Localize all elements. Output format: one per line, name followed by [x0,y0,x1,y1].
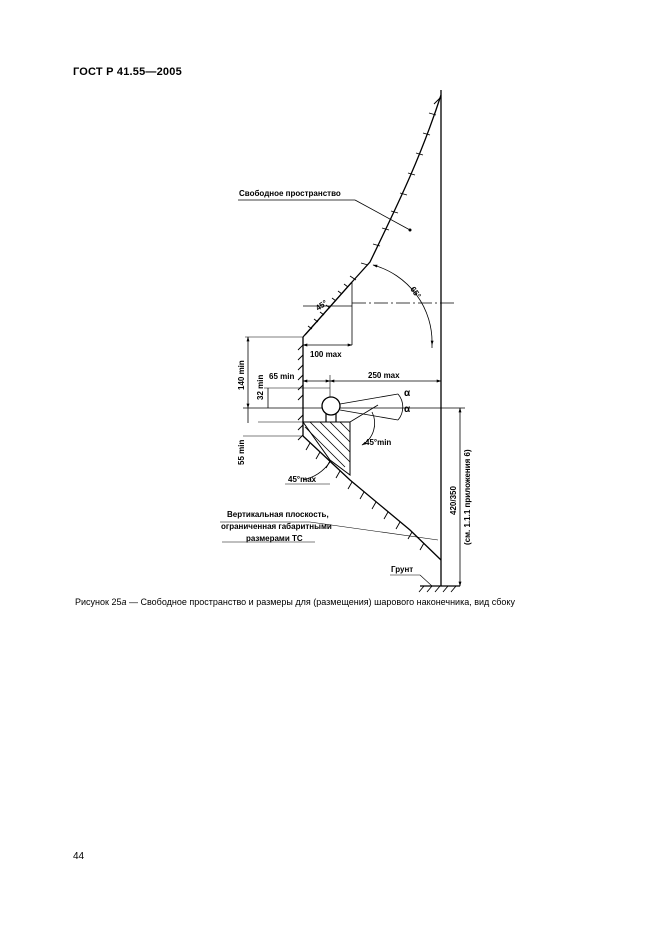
lower-boundary [302,435,442,561]
label-dim-250: 250 max [368,371,400,380]
label-angle-45-min: 45°min [365,438,391,447]
free-space-hatching [349,112,437,281]
towball [321,396,341,416]
chamfer-hatching [304,281,353,336]
lower-hatched-body [302,421,351,476]
label-dim-100: 100 max [310,350,342,359]
label-alpha-1: α [404,388,411,399]
angle-45-min-arc [361,411,376,446]
label-height-ref: (см. 1.1.1 приложения 6) [463,449,472,545]
label-free-space: Свободное пространство [239,189,341,198]
caption-prefix: Рисунок 25 [75,597,122,607]
label-vertical-plane-1: Вертикальная плоскость, [227,510,329,519]
caption-text: — Свободное пространство и размеры для (… [126,597,515,607]
page-number: 44 [73,851,85,862]
label-dim-140: 140 min [237,360,246,390]
label-dim-65: 65 min [269,372,294,381]
figure-caption: Рисунок 25а — Свободное пространство и р… [75,597,635,607]
label-alpha-2: α [404,404,411,415]
label-ground: Грунт [391,565,413,574]
label-vertical-plane-3: размерами ТС [246,534,303,543]
label-angle-45-max: 45°max [288,475,317,484]
label-vertical-plane-2: ограниченная габаритными [221,522,332,531]
angle-65-arc [372,264,434,346]
label-height: 420/350 [449,486,458,515]
label-dim-32: 32 min [256,375,265,400]
free-space-boundary [302,94,442,338]
label-dim-55: 55 min [237,440,246,465]
document-header: ГОСТ Р 41.55—2005 [73,66,182,78]
caption-letter: а [121,597,127,607]
vehicle-plane-hatching [297,344,304,441]
